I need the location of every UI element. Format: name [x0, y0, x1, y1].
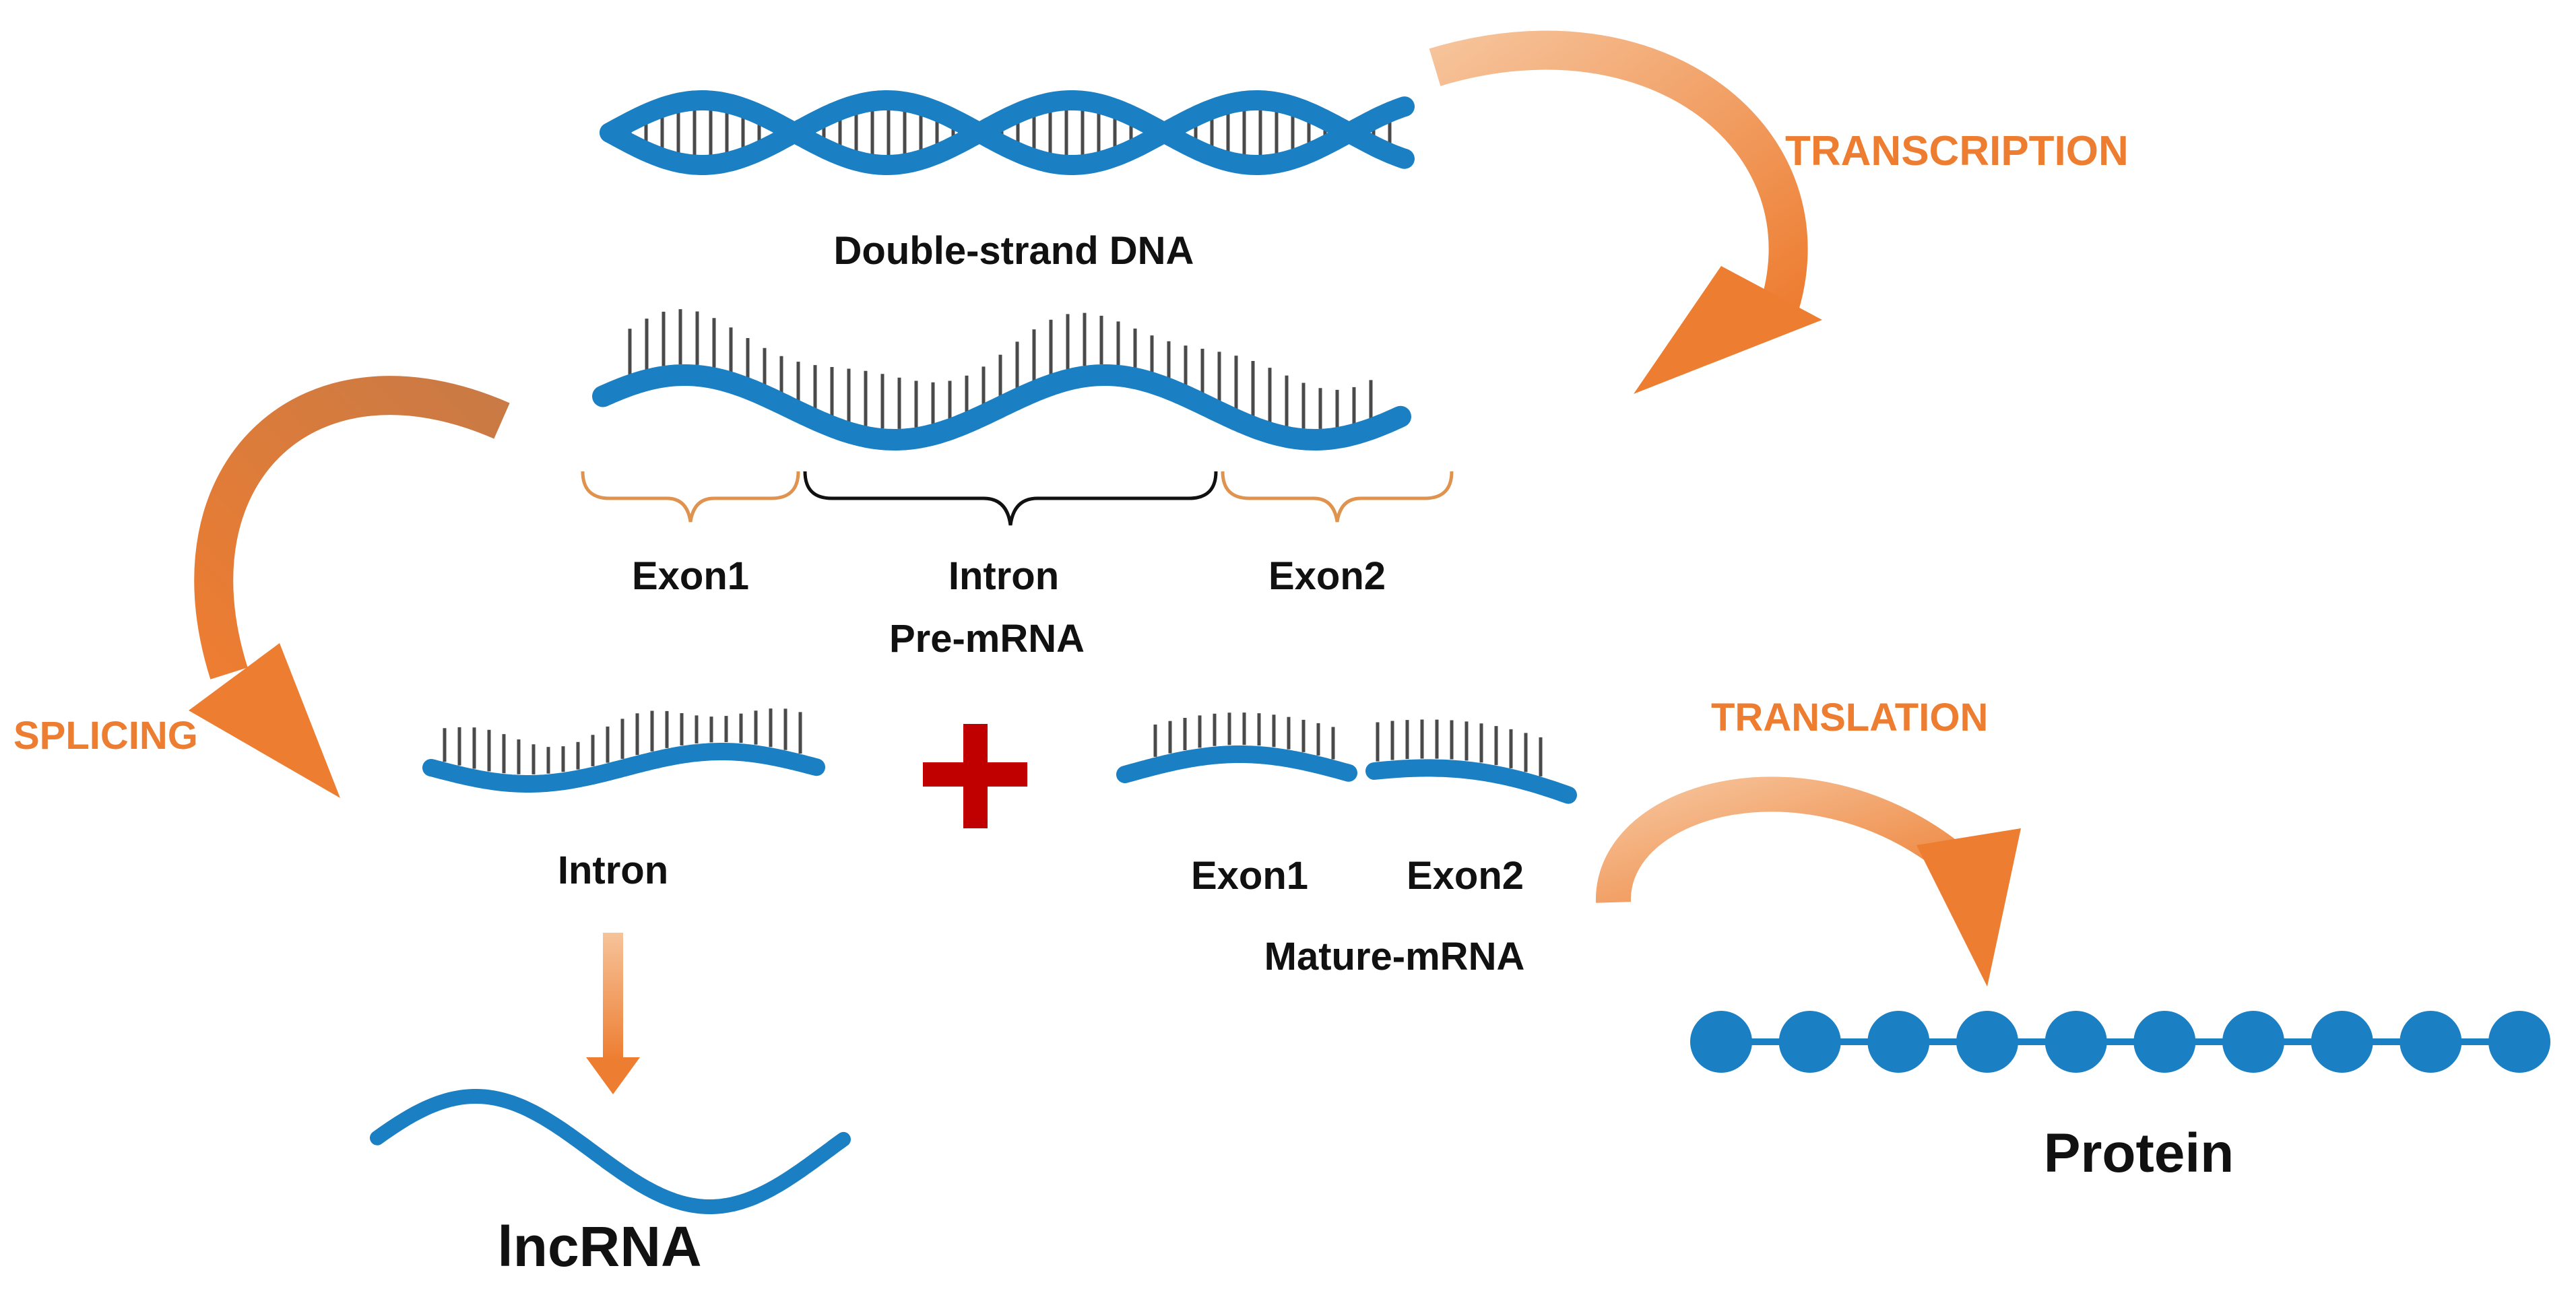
translation-arrow	[1595, 776, 2021, 987]
plus-icon	[923, 724, 1027, 828]
amino-acid-residue	[2044, 1011, 2107, 1073]
amino-acid-residue	[2488, 1011, 2550, 1073]
dna-strand-a	[600, 90, 1415, 175]
spliced-intron-strand	[422, 708, 825, 793]
protein-chain	[1690, 1011, 2550, 1073]
mature-mrna-strand	[1116, 712, 1577, 804]
mature-exon2-backbone	[1365, 759, 1577, 804]
spliced-intron-bases	[443, 708, 802, 774]
exon1-label: Exon1	[632, 554, 749, 598]
exon1-bracket	[581, 471, 800, 523]
mature-mrna-label: Mature-mRNA	[1264, 935, 1525, 978]
amino-acid-residue	[2400, 1011, 2462, 1073]
dna-label: Double-strand DNA	[834, 229, 1194, 273]
intron-label: Intron	[948, 554, 1059, 598]
amino-acid-residue	[2311, 1011, 2373, 1073]
pre-mrna-backbone	[592, 364, 1411, 451]
mature-exon1-backbone	[1116, 745, 1357, 783]
mature-mrna-bases	[1153, 712, 1543, 776]
amino-acid-residue	[1778, 1011, 1841, 1073]
protein-label: Protein	[2044, 1123, 2234, 1184]
translation-label: TRANSLATION	[1711, 696, 1988, 739]
mature-exon2-label: Exon2	[1407, 854, 1524, 898]
spliced-intron-backbone	[422, 743, 825, 793]
pre-mrna-strand	[592, 309, 1411, 451]
lncrna-label: lncRNA	[497, 1215, 701, 1278]
transcription-label: TRANSCRIPTION	[1785, 128, 2129, 174]
splicing-arrow	[189, 376, 510, 798]
amino-acid-residue	[2133, 1011, 2196, 1073]
amino-acid-residue	[2222, 1011, 2284, 1073]
splicing-label: SPLICING	[13, 714, 198, 758]
amino-acid-residue	[1956, 1011, 2018, 1073]
intron-bracket	[803, 471, 1218, 526]
amino-acid-residue	[1690, 1011, 1752, 1073]
mature-exon1-label: Exon1	[1191, 854, 1308, 898]
dna-strand-b	[600, 90, 1415, 175]
transcription-arrow	[1429, 30, 1822, 394]
pre-mrna-bases	[628, 309, 1373, 429]
amino-acid-residue	[1867, 1011, 1930, 1073]
exon2-bracket	[1221, 471, 1454, 523]
lncrna-strand	[370, 1089, 851, 1214]
spliced-intron-label: Intron	[558, 849, 668, 892]
intron-to-lncrna-arrow	[586, 933, 640, 1094]
pre-mrna-label: Pre-mRNA	[889, 617, 1085, 661]
exon2-label: Exon2	[1268, 554, 1386, 598]
double-strand-dna	[600, 90, 1415, 175]
